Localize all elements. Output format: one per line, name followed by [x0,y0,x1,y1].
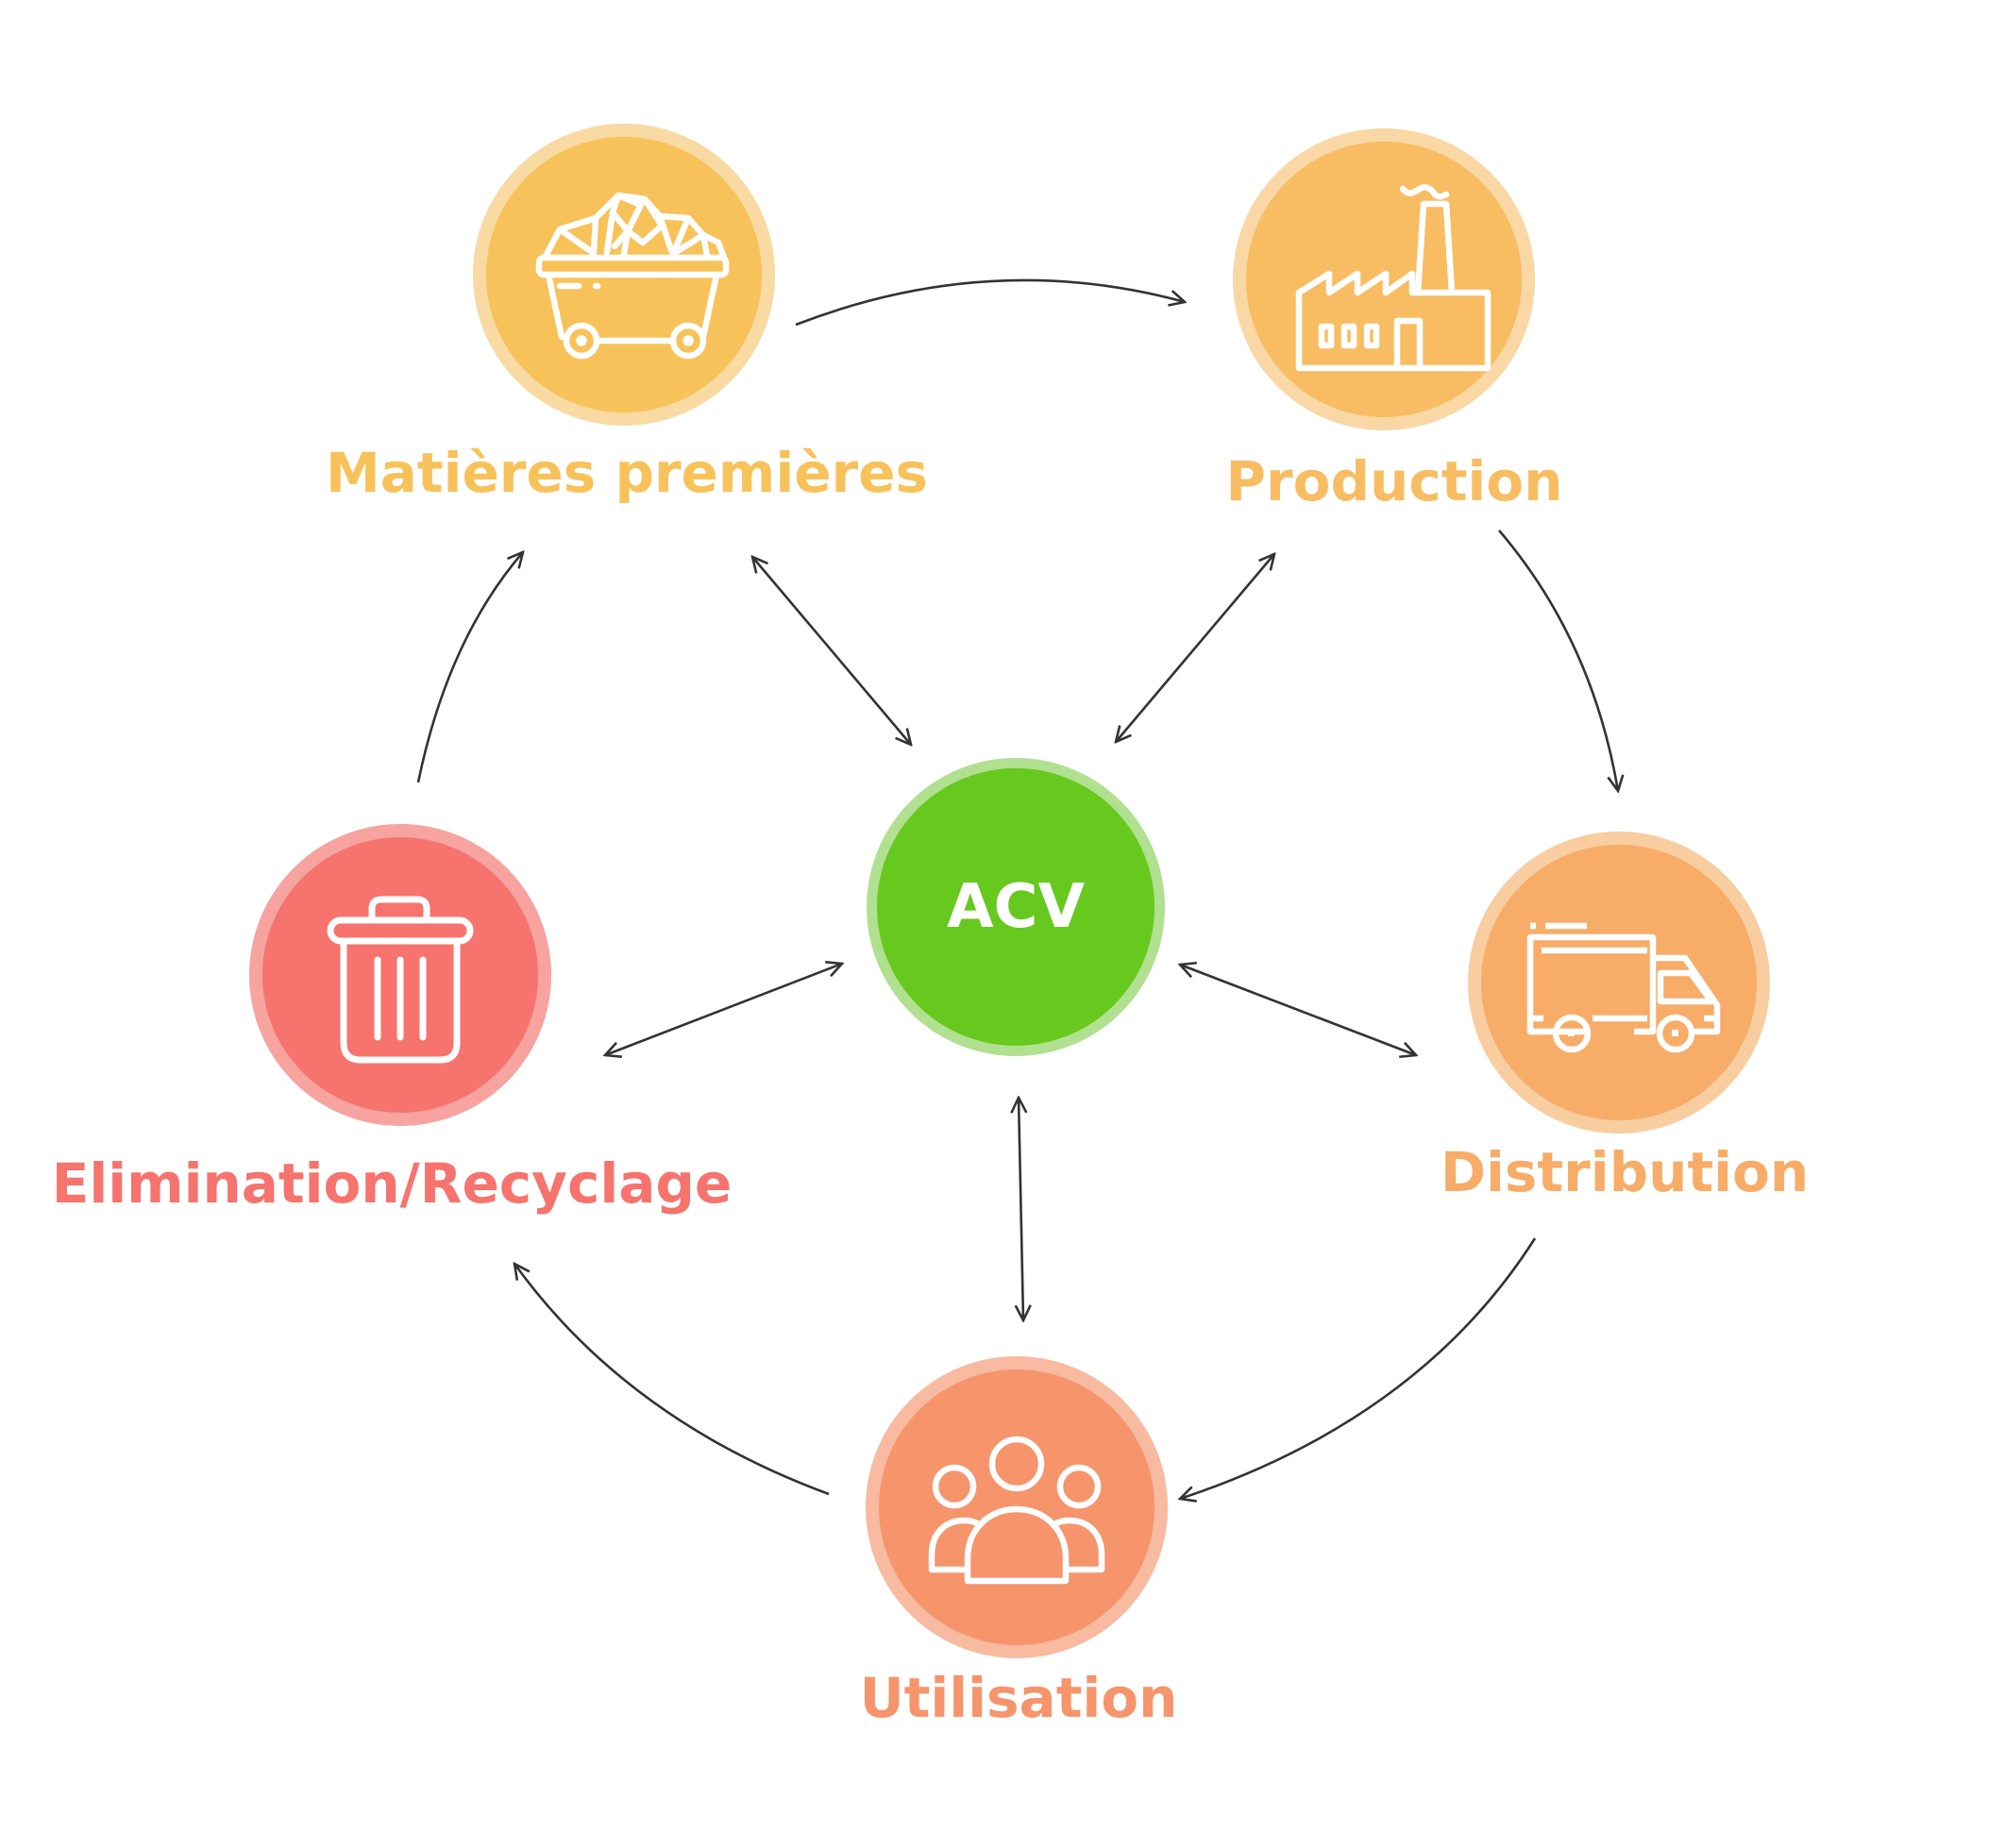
trash-bin-icon [327,896,474,1064]
stage-label-distribution: Distribution [1440,1140,1810,1204]
stage-label-matieres: Matières premières [325,441,929,505]
cycle-arrow-distribution-utilisation [1180,1237,1537,1499]
double-arrow-acv-elimination [605,964,842,1055]
cycle-arrow-production-distribution [1498,529,1618,791]
cycle-arrow-elimination-matieres [416,552,523,783]
double-arrow-acv-distribution [1180,965,1416,1055]
people-group-icon [928,1436,1105,1585]
acv-center-node: ACV [867,758,1165,1056]
double-arrow-acv-utilisation [1019,1098,1023,1320]
stage-node-production [1233,128,1535,430]
double-arrow-acv-matieres [752,557,911,745]
stage-node-distribution [1468,832,1770,1134]
stage-label-production: Production [1225,449,1563,513]
stage-node-matieres [473,124,775,426]
delivery-truck-icon [1526,922,1721,1053]
factory-icon [1295,184,1492,372]
cycle-arrow-utilisation-elimination [514,1264,830,1496]
mine-cart-icon [535,192,730,360]
double-arrow-acv-production [1116,554,1274,742]
stage-label-elimination: Elimination/Recyclage [51,1151,733,1216]
acv-label: ACV [946,872,1086,942]
stage-node-utilisation [866,1356,1168,1658]
cycle-arrow-matieres-production [795,278,1185,327]
stage-label-utilisation: Utilisation [859,1666,1178,1730]
stage-node-elimination [249,824,551,1126]
